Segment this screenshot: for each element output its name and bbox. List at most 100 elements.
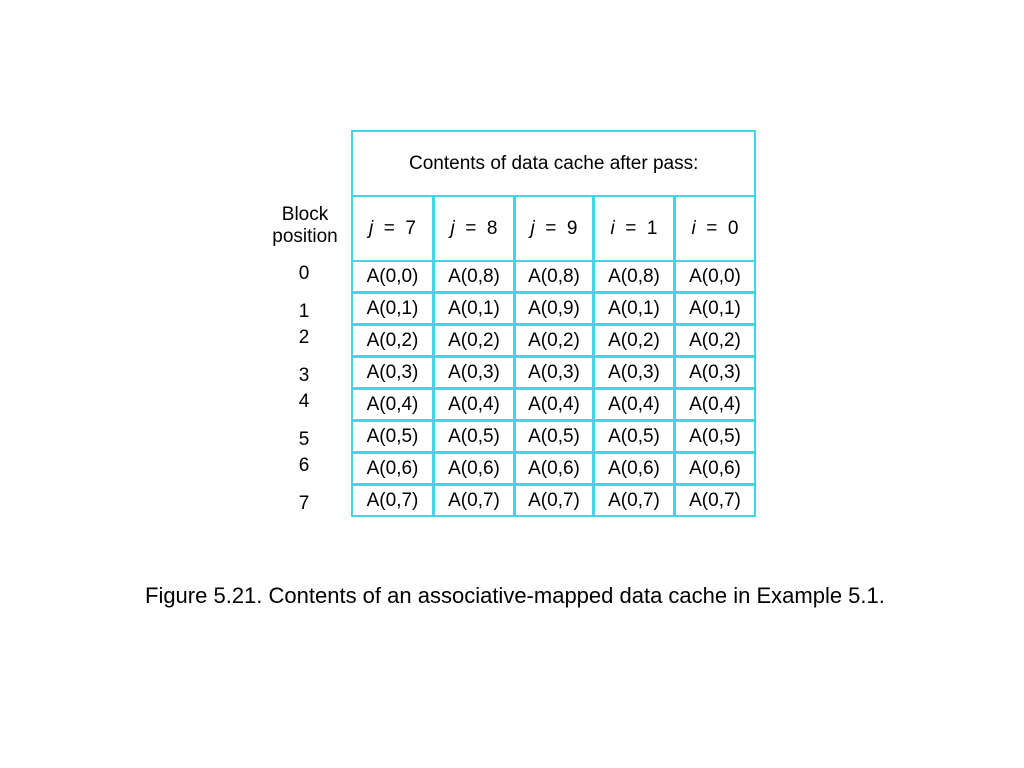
block-position-header: Block position	[262, 204, 348, 248]
table-cell: A(0,7)	[674, 484, 756, 517]
column-header-variable: j	[450, 217, 455, 239]
column-header-label: i = 1	[595, 218, 673, 240]
row-position-label: 5	[298, 429, 310, 450]
table-cell: A(0,8)	[433, 260, 515, 293]
table-cell-value: A(0,2)	[689, 329, 741, 351]
table-cell: A(0,4)	[351, 388, 434, 421]
table-cell-value: A(0,4)	[448, 393, 500, 415]
table-cell: A(0,5)	[514, 420, 594, 453]
table-cell: A(0,3)	[514, 356, 594, 389]
table-cell-value: A(0,4)	[689, 393, 741, 415]
column-header-variable: i	[691, 217, 696, 239]
table-cell-value: A(0,5)	[448, 425, 500, 447]
table-cell: A(0,2)	[433, 324, 515, 357]
column-header-value: = 9	[534, 217, 578, 239]
table-cell: A(0,8)	[593, 260, 675, 293]
table-cell-value: A(0,8)	[448, 265, 500, 287]
table-cell: A(0,7)	[514, 484, 594, 517]
table-cell: A(0,4)	[674, 388, 756, 421]
table-cell: A(0,1)	[674, 292, 756, 325]
table-cell: A(0,1)	[593, 292, 675, 325]
table-cell-value: A(0,6)	[448, 457, 500, 479]
column-header-label: j = 8	[435, 218, 513, 240]
table-cell-value: A(0,6)	[366, 457, 419, 479]
column-header-cell: i = 0	[674, 195, 756, 262]
column-header-value: = 8	[454, 217, 498, 239]
table-cell-value: A(0,2)	[528, 329, 580, 351]
table-cell: A(0,3)	[674, 356, 756, 389]
table-cell-value: A(0,1)	[689, 297, 741, 319]
column-header-cell: j = 9	[514, 195, 594, 262]
table-cell-value: A(0,3)	[366, 361, 419, 383]
table-cell: A(0,1)	[351, 292, 434, 325]
column-header-cell: i = 1	[593, 195, 675, 262]
table-cell-value: A(0,3)	[689, 361, 741, 383]
table-cell-value: A(0,0)	[366, 265, 419, 287]
column-header-value: = 1	[614, 217, 658, 239]
table-cell-value: A(0,0)	[689, 265, 741, 287]
table-cell: A(0,6)	[593, 452, 675, 485]
table-cell: A(0,0)	[674, 260, 756, 293]
table-cell-value: A(0,8)	[608, 265, 660, 287]
table-cell-value: A(0,2)	[448, 329, 500, 351]
table-cell: A(0,7)	[593, 484, 675, 517]
table-cell-value: A(0,5)	[528, 425, 580, 447]
table-cell-value: A(0,6)	[608, 457, 660, 479]
table-title-cell: Contents of data cache after pass:	[351, 130, 756, 197]
table-cell-value: A(0,7)	[608, 489, 660, 511]
table-cell: A(0,2)	[514, 324, 594, 357]
table-cell: A(0,2)	[351, 324, 434, 357]
table-cell: A(0,4)	[433, 388, 515, 421]
table-cell: A(0,2)	[593, 324, 675, 357]
table-cell: A(0,3)	[593, 356, 675, 389]
column-header-label: j = 7	[353, 218, 432, 240]
table-cell-value: A(0,1)	[608, 297, 660, 319]
table-cell: A(0,1)	[433, 292, 515, 325]
table-cell-value: A(0,5)	[608, 425, 660, 447]
table-cell-value: A(0,9)	[528, 297, 580, 319]
row-position-label: 1	[298, 301, 310, 322]
table-cell: A(0,6)	[514, 452, 594, 485]
table-title: Contents of data cache after pass:	[409, 153, 699, 174]
column-header-variable: j	[368, 217, 374, 239]
table-cell-value: A(0,7)	[528, 489, 580, 511]
table-cell: A(0,3)	[351, 356, 434, 389]
table-cell: A(0,6)	[351, 452, 434, 485]
column-header-variable: j	[530, 217, 535, 239]
table-cell: A(0,0)	[351, 260, 434, 293]
cache-table: Contents of data cache after pass: j = 7…	[351, 130, 756, 517]
table-cell-value: A(0,2)	[608, 329, 660, 351]
table-cell-value: A(0,6)	[528, 457, 580, 479]
table-cell-value: A(0,3)	[528, 361, 580, 383]
table-cell-value: A(0,5)	[689, 425, 741, 447]
column-header-cell: j = 8	[433, 195, 515, 262]
row-position-label: 7	[298, 493, 310, 514]
table-cell-value: A(0,7)	[689, 489, 741, 511]
table-cell-value: A(0,6)	[689, 457, 741, 479]
table-cell: A(0,5)	[433, 420, 515, 453]
table-cell: A(0,5)	[351, 420, 434, 453]
block-position-header-line2: position	[272, 226, 338, 247]
table-cell: A(0,8)	[514, 260, 594, 293]
table-cell: A(0,4)	[514, 388, 594, 421]
table-cell-value: A(0,3)	[608, 361, 660, 383]
table-cell: A(0,5)	[593, 420, 675, 453]
column-header-label: i = 0	[676, 218, 754, 240]
table-cell-value: A(0,4)	[366, 393, 419, 415]
table-cell-value: A(0,7)	[366, 489, 419, 511]
row-position-label: 6	[298, 455, 310, 476]
table-cell-value: A(0,1)	[366, 297, 419, 319]
column-header-cell: j = 7	[351, 195, 434, 262]
table-cell: A(0,6)	[674, 452, 756, 485]
row-position-label: 0	[298, 263, 310, 284]
table-cell: A(0,7)	[433, 484, 515, 517]
table-cell: A(0,2)	[674, 324, 756, 357]
table-cell-value: A(0,4)	[608, 393, 660, 415]
column-header-value: = 0	[695, 217, 739, 239]
column-header-value: = 7	[373, 217, 416, 239]
figure-caption: Figure 5.21. Contents of an associative-…	[145, 583, 885, 608]
table-cell: A(0,4)	[593, 388, 675, 421]
table-cell-value: A(0,8)	[528, 265, 580, 287]
row-position-label: 2	[298, 327, 310, 348]
